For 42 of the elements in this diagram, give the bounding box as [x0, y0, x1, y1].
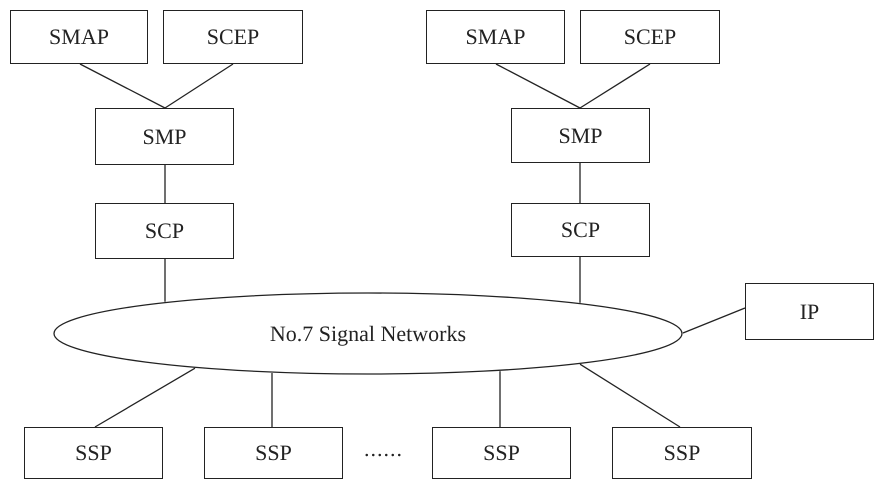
- ellipsis-label: ......: [364, 436, 403, 462]
- node-box: [95, 108, 234, 165]
- node-box: [511, 108, 650, 163]
- node-box: [580, 10, 720, 64]
- node-box: [612, 427, 752, 479]
- node-box: [745, 283, 874, 340]
- node-box: [10, 10, 148, 64]
- node-label: SCP: [144, 218, 184, 244]
- connector-line: [164, 63, 234, 109]
- node-label: SCEP: [624, 24, 676, 50]
- node-box: [426, 10, 565, 64]
- connector-line: [579, 257, 581, 303]
- node-label: SSP: [75, 440, 112, 466]
- connector-line: [496, 63, 580, 109]
- node-label: SMP: [558, 122, 603, 148]
- node-box: [24, 427, 163, 479]
- node-label: SSP: [664, 440, 700, 466]
- node-label: IP: [800, 298, 820, 324]
- node-label: SCEP: [206, 24, 260, 50]
- node-label: SMAP: [49, 24, 109, 50]
- connector-line: [271, 373, 273, 427]
- node-label: SMAP: [466, 24, 526, 50]
- connector-line: [580, 364, 680, 428]
- node-label: SSP: [255, 440, 292, 466]
- connector-line: [580, 63, 650, 109]
- node-box: [432, 427, 571, 479]
- node-box: [511, 203, 650, 257]
- node-label: SCP: [560, 217, 600, 243]
- connector-line: [164, 165, 166, 203]
- node-label: SSP: [483, 440, 520, 466]
- connector-line: [579, 163, 581, 203]
- network-ellipse: [53, 292, 683, 375]
- connector-line: [94, 368, 196, 428]
- node-box: [95, 203, 234, 259]
- node-box: [163, 10, 303, 64]
- connector-line: [80, 63, 166, 109]
- node-box: [204, 427, 343, 479]
- connector-line: [164, 259, 166, 302]
- node-label: SMP: [142, 124, 187, 150]
- connector-line: [682, 307, 746, 334]
- connector-line: [499, 371, 501, 427]
- node-label: No.7 Signal Networks: [270, 320, 466, 346]
